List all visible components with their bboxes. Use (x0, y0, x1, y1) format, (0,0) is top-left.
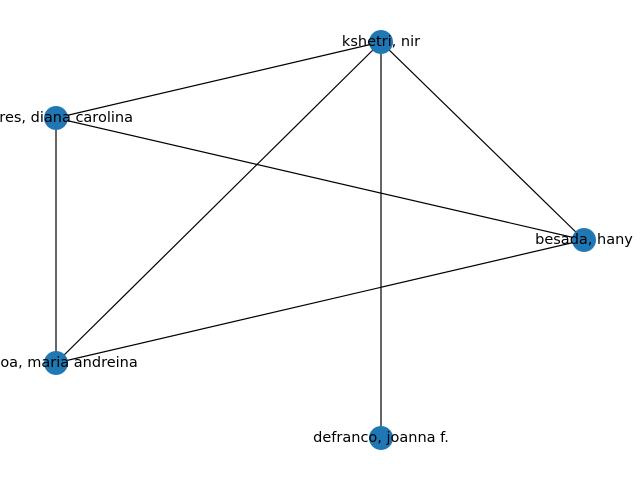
edge-besada-ochoa (55, 239, 585, 364)
node-torres (44, 106, 68, 130)
edge-kshetri-besada (380, 41, 585, 241)
edge-kshetri-ochoa (55, 41, 382, 364)
node-ochoa (44, 351, 68, 375)
node-label-besada: besada, hany (535, 232, 633, 248)
node-label-defranco: defranco, joanna f. (313, 430, 449, 446)
node-label-kshetri: kshetri, nir (342, 34, 420, 50)
node-label-ochoa: ochoa, maria andreina (0, 355, 138, 371)
node-besada (572, 228, 596, 252)
nodes-layer (44, 30, 596, 450)
edge-torres-besada (55, 117, 585, 241)
node-label-torres: torres, diana carolina (0, 110, 133, 126)
edge-kshetri-torres (55, 41, 382, 119)
node-defranco (369, 426, 393, 450)
edges-layer (55, 41, 585, 438)
labels-layer: kshetri, nir torres, diana carolina besada… (0, 34, 633, 446)
node-kshetri (369, 30, 393, 54)
